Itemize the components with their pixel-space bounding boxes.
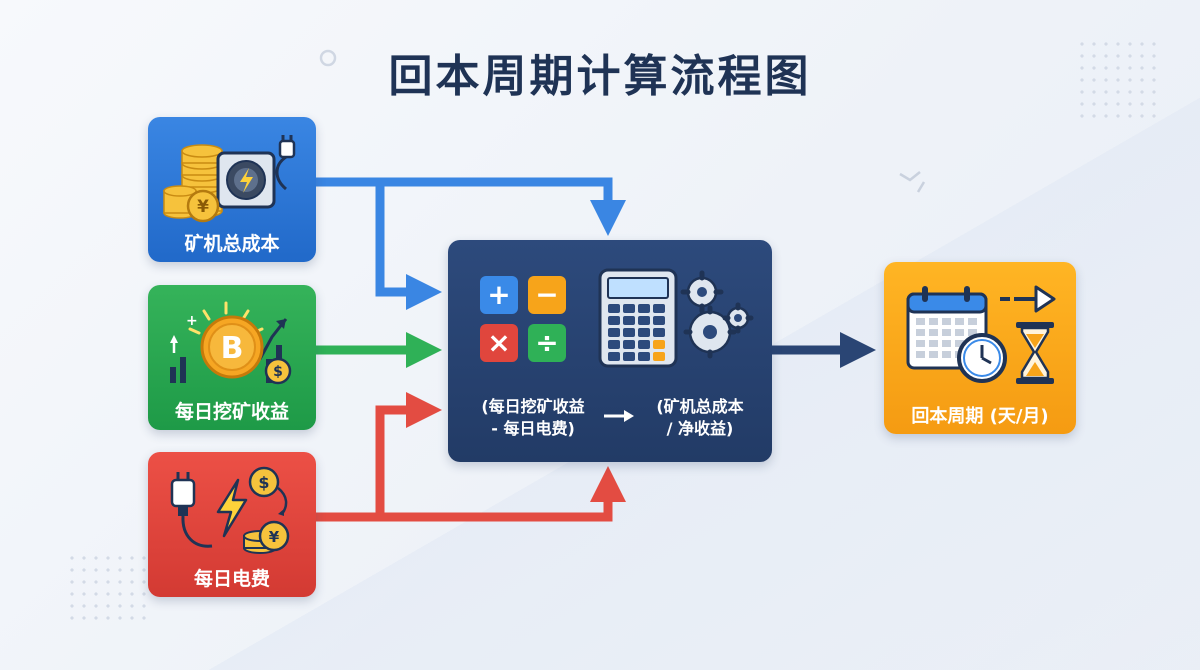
times-operator: ×	[480, 324, 518, 362]
arrow-right-icon	[1000, 285, 1056, 313]
arrow-cost-to-calculator-left	[375, 182, 442, 310]
calculator-icon	[598, 268, 678, 368]
formula-payback: (矿机总成本 / 净收益)	[642, 396, 758, 440]
calendar-day-cell	[916, 351, 925, 358]
node-payback-period-label: 回本周期 (天/月)	[911, 406, 1049, 427]
calendar-day-cell	[942, 340, 951, 347]
calendar-day-cell	[929, 351, 938, 358]
calculator-key	[653, 352, 665, 361]
calculator-key	[608, 340, 620, 349]
calculator-key	[623, 352, 635, 361]
calendar-day-cell	[916, 318, 925, 325]
calculator-key	[653, 316, 665, 325]
formula-payback-line2: / 净收益)	[666, 419, 734, 438]
yen-coin-icon: ¥	[186, 189, 220, 223]
calculator-key	[608, 328, 620, 337]
calendar-day-cell	[916, 329, 925, 336]
gears-icon	[680, 270, 754, 359]
calculator-key	[623, 316, 635, 325]
calculator-key	[623, 340, 635, 349]
decorative-chevron	[899, 171, 926, 193]
calculator-key	[653, 340, 665, 349]
arrow-power-to-calculator-left	[375, 392, 442, 517]
divide-operator: ÷	[528, 324, 566, 362]
calculator-key	[623, 304, 635, 313]
calendar-day-cell	[942, 318, 951, 325]
dollar-symbol: $	[273, 364, 283, 380]
node-daily-income: + B $ 每日挖矿收益	[148, 285, 316, 430]
yen-symbol: ¥	[197, 197, 209, 217]
node-payback-period: 回本周期 (天/月)	[884, 262, 1076, 434]
plus-operator: +	[480, 276, 518, 314]
dollar-symbol: $	[258, 473, 269, 492]
calendar-day-cell	[916, 340, 925, 347]
calendar-day-cell	[942, 351, 951, 358]
calendar-day-cell	[955, 318, 964, 325]
clock-icon	[957, 333, 1007, 383]
node-miner-cost: ¥ 矿机总成本	[148, 117, 316, 262]
dot-pattern-top-right	[1076, 38, 1156, 122]
yen-symbol: ¥	[269, 528, 280, 546]
calculator-key	[608, 316, 620, 325]
svg-text:+: +	[186, 313, 198, 329]
calendar-day-cell	[942, 329, 951, 336]
calculator-key	[638, 328, 650, 337]
formula-net-income: (每日挖矿收益 - 每日电费)	[466, 396, 600, 440]
arrow-cost-to-calculator-top	[316, 177, 626, 236]
power-plug-icon	[275, 135, 296, 191]
dollar-coin-icon: $	[248, 466, 288, 516]
calendar-day-cell	[968, 318, 977, 325]
yen-coin-icon: ¥	[243, 520, 290, 554]
page-title: 回本周期计算流程图	[388, 51, 812, 102]
node-daily-power-label: 每日电费	[193, 568, 270, 590]
calculator-key	[608, 304, 620, 313]
calculator-key	[653, 304, 665, 313]
calendar-day-cell	[955, 329, 964, 336]
power-plug-icon	[170, 472, 213, 548]
arrow-right-icon	[604, 410, 634, 422]
calculator-key	[638, 352, 650, 361]
arrow-power-to-calculator-bottom	[316, 466, 626, 522]
calendar-day-cell	[929, 318, 938, 325]
calculator-key	[638, 304, 650, 313]
calendar-day-cell	[929, 340, 938, 347]
calculator-key	[623, 328, 635, 337]
calculator-key	[638, 340, 650, 349]
calendar-day-cell	[968, 329, 977, 336]
node-miner-cost-label: 矿机总成本	[184, 233, 280, 255]
node-calculator: + − × ÷ (每日挖矿收益 - 每日电费) (矿机总成本 / 净收益)	[448, 240, 772, 462]
bitcoin-symbol: B	[221, 331, 244, 366]
calculator-key	[653, 328, 665, 337]
calendar-day-cell	[929, 329, 938, 336]
calendar-day-cell	[955, 340, 964, 347]
decorative-ring	[319, 49, 337, 67]
formula-net-income-line2: - 每日电费)	[491, 419, 575, 438]
dollar-coin-icon: $	[264, 357, 292, 385]
calculator-key	[638, 316, 650, 325]
minus-operator: −	[528, 276, 566, 314]
lightning-bolt-icon	[216, 478, 248, 538]
calculator-key	[608, 352, 620, 361]
hourglass-icon	[1016, 322, 1054, 384]
node-daily-power: $ ¥ 每日电费	[148, 452, 316, 597]
node-daily-income-label: 每日挖矿收益	[174, 401, 289, 423]
mining-rig-icon	[216, 151, 276, 209]
formula-payback-line1: (矿机总成本	[656, 397, 744, 416]
dot-pattern-bottom-left	[66, 552, 146, 624]
formula-net-income-line1: (每日挖矿收益	[481, 397, 585, 416]
bitcoin-coin-icon: B	[200, 315, 264, 379]
